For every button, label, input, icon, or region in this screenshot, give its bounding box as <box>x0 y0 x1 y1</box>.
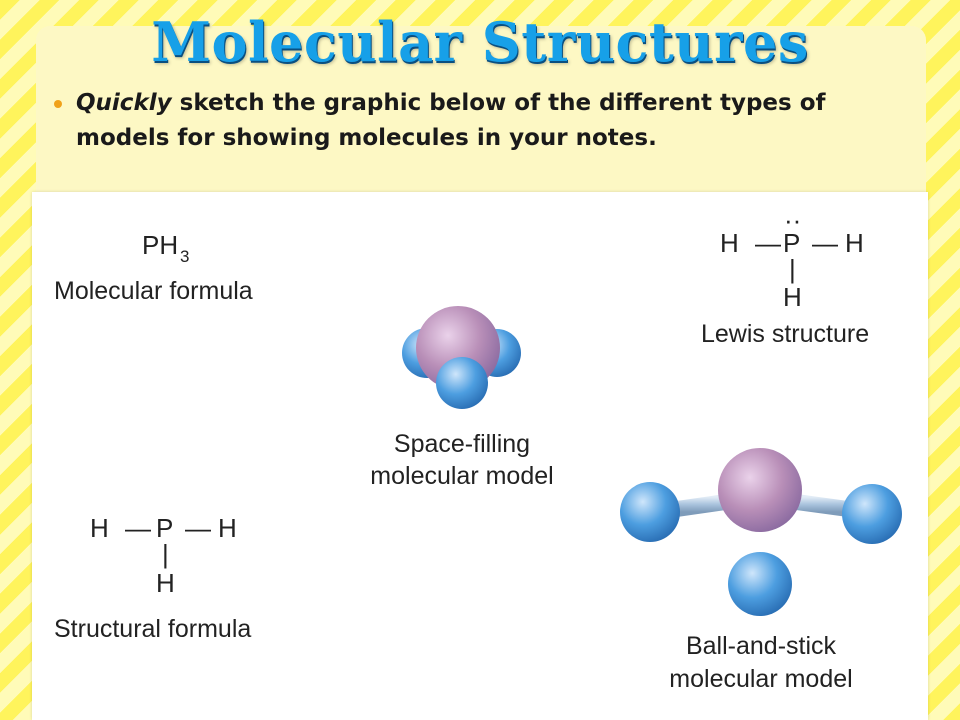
lewis-structure-block: H — P ·· — H | H Lewis structure <box>701 205 869 348</box>
structural-bond-down: | <box>162 539 169 569</box>
ball-stick-hydrogen-right <box>842 484 902 544</box>
molecular-formula-subscript: 3 <box>180 247 189 266</box>
structural-formula-label: Structural formula <box>54 615 251 643</box>
structural-atom-left: H <box>90 513 109 543</box>
lewis-lone-pair: ·· <box>784 205 801 235</box>
lewis-atom-left: H <box>720 228 739 258</box>
structural-bond-right: — <box>185 513 211 543</box>
ball-and-stick-label: Ball-and-stick molecular model <box>669 632 852 693</box>
ball-stick-label-line1: Ball-and-stick <box>686 632 837 660</box>
bullet-text: Quickly sketch the graphic below of the … <box>76 86 906 156</box>
structural-atom-right: H <box>218 513 237 543</box>
lewis-bond-down: | <box>789 254 796 284</box>
space-filling-label-line2: molecular model <box>370 462 553 490</box>
lewis-atom-center: P <box>783 228 800 258</box>
ball-stick-hydrogen-left <box>620 482 680 542</box>
structural-bond-left: — <box>125 513 151 543</box>
ball-stick-label-line2: molecular model <box>669 665 852 693</box>
lewis-bond-right: — <box>812 228 838 258</box>
space-filling-model <box>402 306 521 409</box>
molecule-figure: PH 3 Molecular formula H — P ·· — H | H … <box>32 192 928 720</box>
space-filling-hydrogen-bottom <box>436 357 488 409</box>
lewis-atom-bottom: H <box>783 282 802 312</box>
structural-atom-bottom: H <box>156 568 175 598</box>
ball-stick-hydrogen-bottom <box>728 552 792 616</box>
space-filling-label: Space-filling molecular model <box>370 430 553 490</box>
lewis-bond-left: — <box>755 228 781 258</box>
molecule-diagram: PH 3 Molecular formula H — P ·· — H | H … <box>54 205 902 693</box>
slide-title: Molecular Structures <box>151 10 809 74</box>
bullet-body: sketch the graphic below of the differen… <box>76 90 826 151</box>
bullet-dot <box>54 100 62 108</box>
ball-stick-phosphorus <box>718 448 802 532</box>
lewis-atom-right: H <box>845 228 864 258</box>
structural-atom-center: P <box>156 513 173 543</box>
molecular-formula-base: PH <box>142 230 178 260</box>
ball-and-stick-model <box>620 448 902 616</box>
space-filling-label-line1: Space-filling <box>394 430 530 458</box>
lewis-structure-label: Lewis structure <box>701 320 869 348</box>
bullet-emphasis: Quickly <box>76 90 172 116</box>
molecular-formula-block: PH 3 Molecular formula <box>54 230 253 305</box>
structural-formula-block: H — P — H | H Structural formula <box>54 513 251 643</box>
molecular-formula-label: Molecular formula <box>54 277 253 305</box>
